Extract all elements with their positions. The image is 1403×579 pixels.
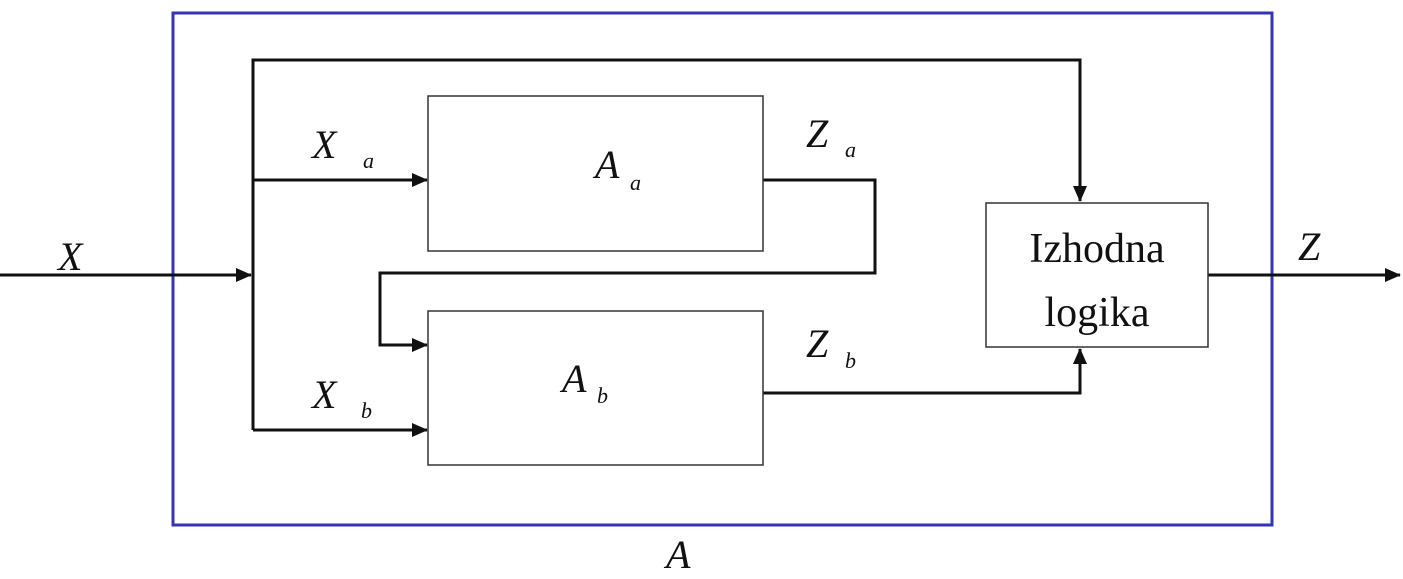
xa-subscript: a <box>363 148 374 173</box>
zb-subscript: b <box>845 348 856 373</box>
output-z-label: Z <box>1298 224 1321 269</box>
output-logic-line1: Izhodna <box>1029 226 1165 272</box>
block-ab <box>427 310 764 466</box>
za-subscript: a <box>845 137 856 162</box>
zb-wire <box>763 348 1087 395</box>
za-label: Z <box>806 111 829 156</box>
xa-label: X <box>310 122 338 167</box>
xb-label: X <box>310 372 338 417</box>
xb-subscript: b <box>361 398 372 423</box>
outer-a-label: A <box>663 532 691 577</box>
block-aa-label: A <box>592 142 620 187</box>
input-x-label: X <box>56 234 84 279</box>
output-logic-line2: logika <box>1045 290 1150 336</box>
za-feedback-wire <box>378 178 877 352</box>
automaton-a-boundary <box>171 11 1274 527</box>
zb-label: Z <box>806 321 829 366</box>
output-logic-block <box>985 202 1209 348</box>
block-ab-label: A <box>559 356 587 401</box>
block-aa-subscript: a <box>630 170 641 195</box>
input-bus-wire <box>251 58 1087 430</box>
block-ab-subscript: b <box>597 383 608 408</box>
block-aa <box>427 95 764 252</box>
